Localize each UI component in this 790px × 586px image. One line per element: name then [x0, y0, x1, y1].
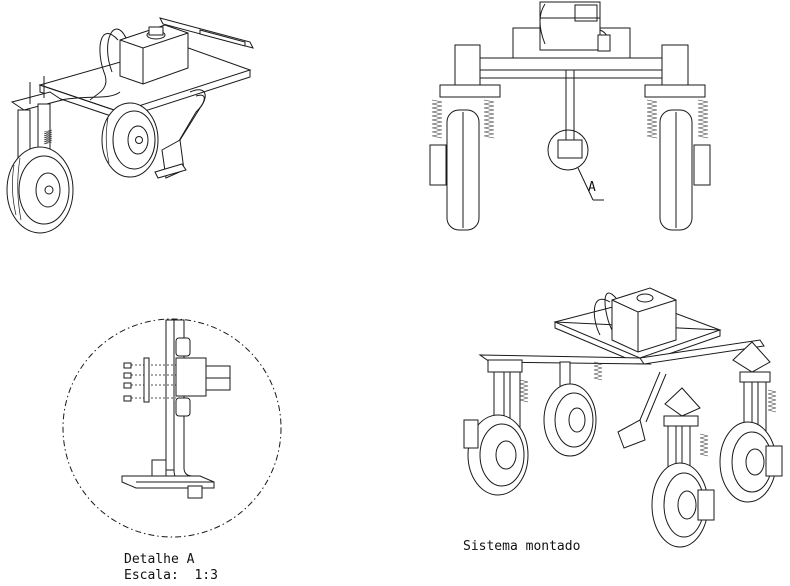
- assembled-isometric-view: [463, 287, 783, 548]
- detail-title: Detalhe A: [124, 552, 195, 567]
- detail-scale: Escala: 1:3: [124, 568, 218, 583]
- isometric-view-top-left: [6, 17, 254, 234]
- bolt-set: [123, 357, 176, 403]
- assembly-title: Sistema montado: [463, 539, 581, 554]
- detail-marker-label: A: [588, 180, 596, 195]
- detail-a-view: [62, 318, 282, 538]
- front-view-top-right: [429, 1, 711, 231]
